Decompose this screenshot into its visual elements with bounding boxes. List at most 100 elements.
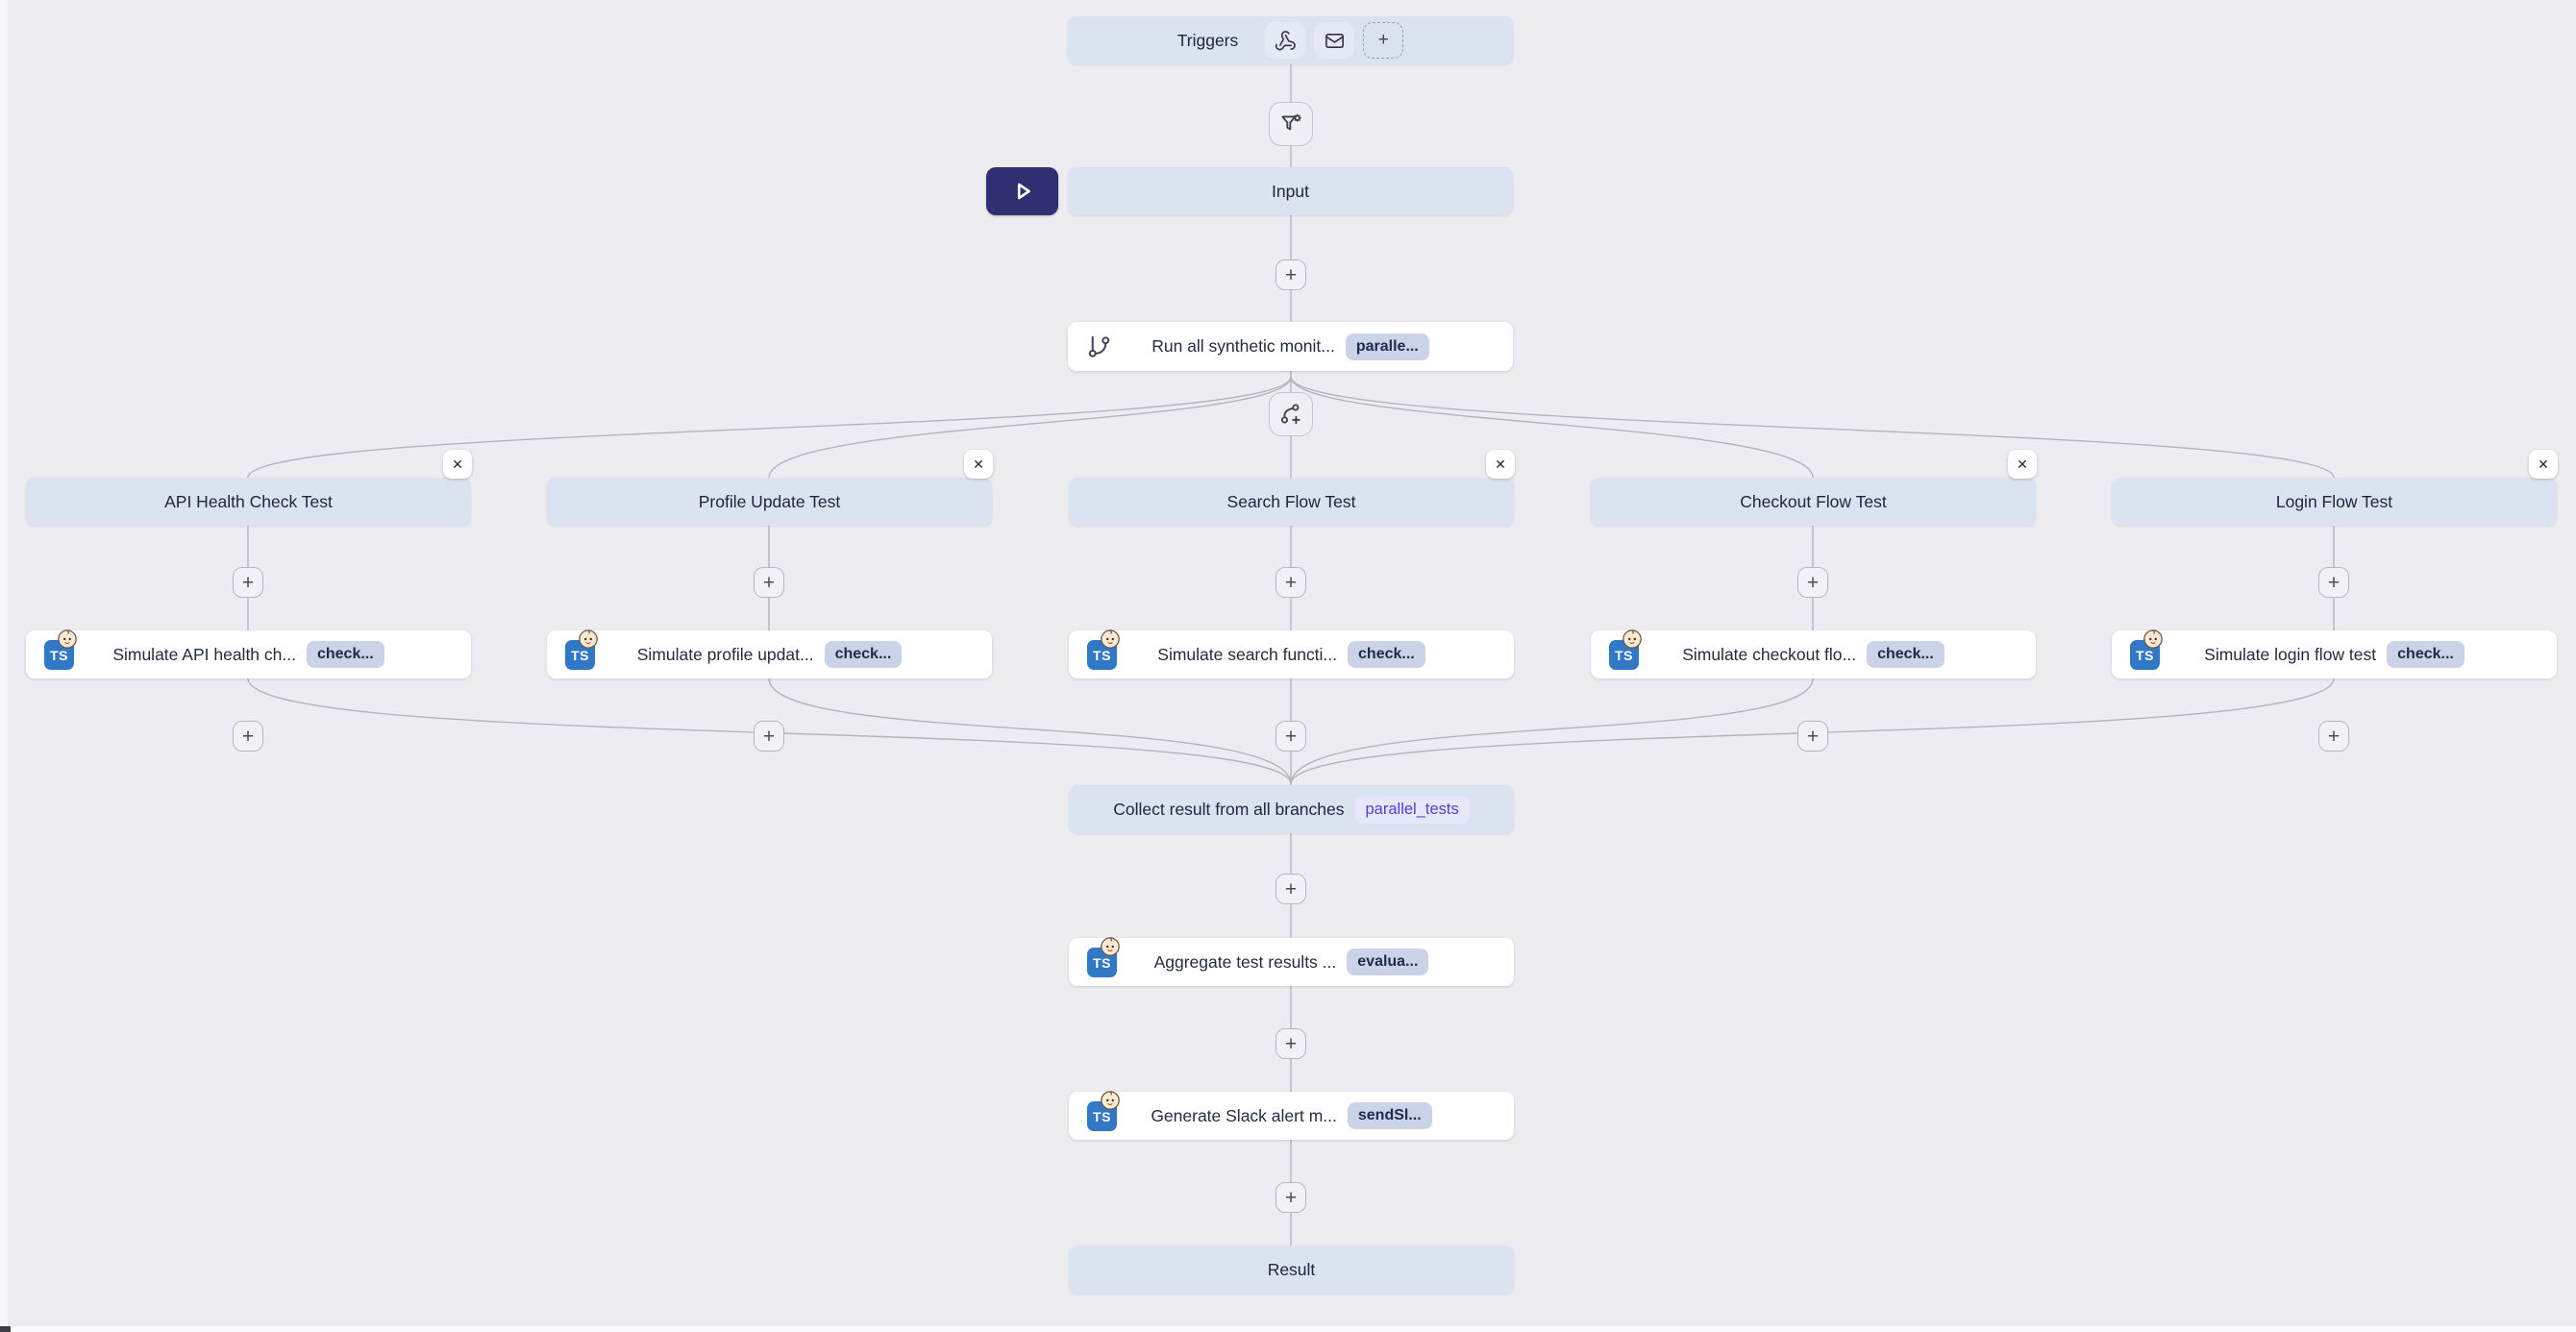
step-label: Simulate login flow test xyxy=(2204,644,2377,664)
baby-emoji-icon xyxy=(2143,629,2164,650)
close-icon: ✕ xyxy=(2017,456,2028,472)
mail-icon xyxy=(1324,30,1346,52)
branch-header[interactable]: API Health Check Test xyxy=(26,478,471,526)
plus-icon: + xyxy=(1284,725,1298,748)
close-branch-button[interactable]: ✕ xyxy=(1486,450,1515,479)
add-step-button-branch[interactable]: + xyxy=(754,567,784,598)
typescript-icon: TS xyxy=(44,640,74,670)
git-branch-icon xyxy=(1086,333,1112,359)
plus-icon: + xyxy=(2327,571,2341,594)
add-step-button-top[interactable]: + xyxy=(1276,259,1306,290)
triggers-node[interactable]: Triggers xyxy=(1068,16,1513,64)
git-branch-plus-icon xyxy=(1278,402,1303,427)
close-icon: ✕ xyxy=(452,456,463,472)
slack-alert-step-node[interactable]: TS Generate Slack alert m... sendSl... xyxy=(1069,1090,1514,1140)
add-step-button[interactable]: + xyxy=(1276,874,1306,904)
baby-emoji-icon xyxy=(578,629,599,650)
step-label: Simulate profile updat... xyxy=(636,644,814,664)
baby-emoji-icon xyxy=(57,629,78,650)
baby-emoji-icon xyxy=(1622,629,1643,650)
add-step-button-branch[interactable]: + xyxy=(233,567,263,598)
add-step-button-branch-end[interactable]: + xyxy=(2318,721,2349,752)
typescript-icon: TS xyxy=(1087,640,1117,670)
step-label: Aggregate test results ... xyxy=(1153,951,1337,972)
plus-icon: + xyxy=(1284,1032,1298,1055)
plus-icon: + xyxy=(1806,725,1820,748)
close-icon: ✕ xyxy=(1495,456,1506,472)
add-step-button[interactable]: + xyxy=(1276,1182,1306,1213)
branch-title: Profile Update Test xyxy=(698,491,841,511)
add-step-button-branch-end[interactable]: + xyxy=(233,721,263,752)
step-label: Simulate API health ch... xyxy=(112,644,296,664)
canvas-bottom-edge xyxy=(0,1326,2576,1332)
plus-icon: + xyxy=(2327,725,2341,748)
close-branch-button[interactable]: ✕ xyxy=(443,450,472,479)
step-label: Simulate checkout flo... xyxy=(1682,644,1857,664)
plus-icon: + xyxy=(1284,1186,1298,1209)
webhook-icon xyxy=(1275,30,1297,52)
add-branch-button[interactable] xyxy=(1269,392,1313,436)
plus-icon: + xyxy=(1377,30,1389,50)
step-label: Simulate search functi... xyxy=(1157,644,1338,664)
branch-header[interactable]: Profile Update Test xyxy=(547,478,992,526)
step-badge: check... xyxy=(2387,641,2465,668)
canvas-left-edge xyxy=(0,0,8,1332)
plus-icon: + xyxy=(1806,571,1820,594)
close-branch-button[interactable]: ✕ xyxy=(2008,450,2037,479)
parallel-step-label: Run all synthetic monit... xyxy=(1152,336,1335,356)
add-step-button-branch[interactable]: + xyxy=(2318,567,2349,598)
plus-icon: + xyxy=(241,725,255,748)
baby-emoji-icon xyxy=(1100,936,1121,957)
plus-icon: + xyxy=(1284,877,1298,900)
filter-settings-icon xyxy=(1278,111,1303,136)
add-step-button[interactable]: + xyxy=(1276,1028,1306,1059)
email-trigger-button[interactable] xyxy=(1314,22,1355,59)
baby-emoji-icon xyxy=(1100,629,1121,650)
branch-step-node[interactable]: TS Simulate profile updat... check... xyxy=(547,629,992,678)
trigger-filter-button[interactable] xyxy=(1269,102,1313,146)
step-badge: check... xyxy=(306,641,384,668)
result-label: Result xyxy=(1267,1259,1316,1279)
add-step-button-branch[interactable]: + xyxy=(1276,567,1306,598)
branch-step-node[interactable]: TS Simulate login flow test check... xyxy=(2112,629,2557,678)
branch-header[interactable]: Login Flow Test xyxy=(2112,478,2557,526)
step-badge: check... xyxy=(1867,641,1944,668)
input-node[interactable]: Input xyxy=(1068,167,1513,215)
webhook-trigger-button[interactable] xyxy=(1265,22,1306,59)
add-trigger-button[interactable]: + xyxy=(1363,22,1404,59)
play-icon xyxy=(1010,179,1035,204)
plus-icon: + xyxy=(762,725,776,748)
triggers-label: Triggers xyxy=(1177,30,1239,50)
canvas-corner-mark xyxy=(0,1326,11,1332)
add-step-button-branch-end[interactable]: + xyxy=(1276,721,1306,752)
run-flow-button[interactable] xyxy=(986,167,1058,215)
add-step-button-branch-end[interactable]: + xyxy=(1797,721,1828,752)
step-badge: sendSl... xyxy=(1347,1102,1432,1129)
close-branch-button[interactable]: ✕ xyxy=(2529,450,2558,479)
close-branch-button[interactable]: ✕ xyxy=(964,450,993,479)
branch-header[interactable]: Checkout Flow Test xyxy=(1591,478,2036,526)
plus-icon: + xyxy=(762,571,776,594)
result-node[interactable]: Result xyxy=(1069,1246,1514,1294)
collect-ref-badge: parallel_tests xyxy=(1354,795,1470,824)
parallel-step-badge: paralle... xyxy=(1345,333,1429,360)
plus-icon: + xyxy=(1284,263,1298,286)
plus-icon: + xyxy=(1284,571,1298,594)
parallel-step-node[interactable]: Run all synthetic monit... paralle... xyxy=(1068,322,1513,371)
branch-step-node[interactable]: TS Simulate search functi... check... xyxy=(1069,629,1514,678)
close-icon: ✕ xyxy=(2538,456,2549,472)
step-badge: check... xyxy=(1348,641,1425,668)
add-step-button-branch-end[interactable]: + xyxy=(754,721,784,752)
branch-header[interactable]: Search Flow Test xyxy=(1069,478,1514,526)
collect-results-node[interactable]: Collect result from all branches paralle… xyxy=(1069,785,1514,833)
baby-emoji-icon xyxy=(1100,1090,1121,1111)
branch-title: Checkout Flow Test xyxy=(1740,491,1887,511)
close-icon: ✕ xyxy=(973,456,984,472)
branch-step-node[interactable]: TS Simulate checkout flo... check... xyxy=(1591,629,2036,678)
add-step-button-branch[interactable]: + xyxy=(1797,567,1828,598)
step-label: Generate Slack alert m... xyxy=(1151,1105,1337,1125)
input-label: Input xyxy=(1272,181,1309,201)
collect-label: Collect result from all branches xyxy=(1113,799,1345,819)
aggregate-step-node[interactable]: TS Aggregate test results ... evalua... xyxy=(1069,936,1514,986)
branch-step-node[interactable]: TS Simulate API health ch... check... xyxy=(26,629,471,678)
